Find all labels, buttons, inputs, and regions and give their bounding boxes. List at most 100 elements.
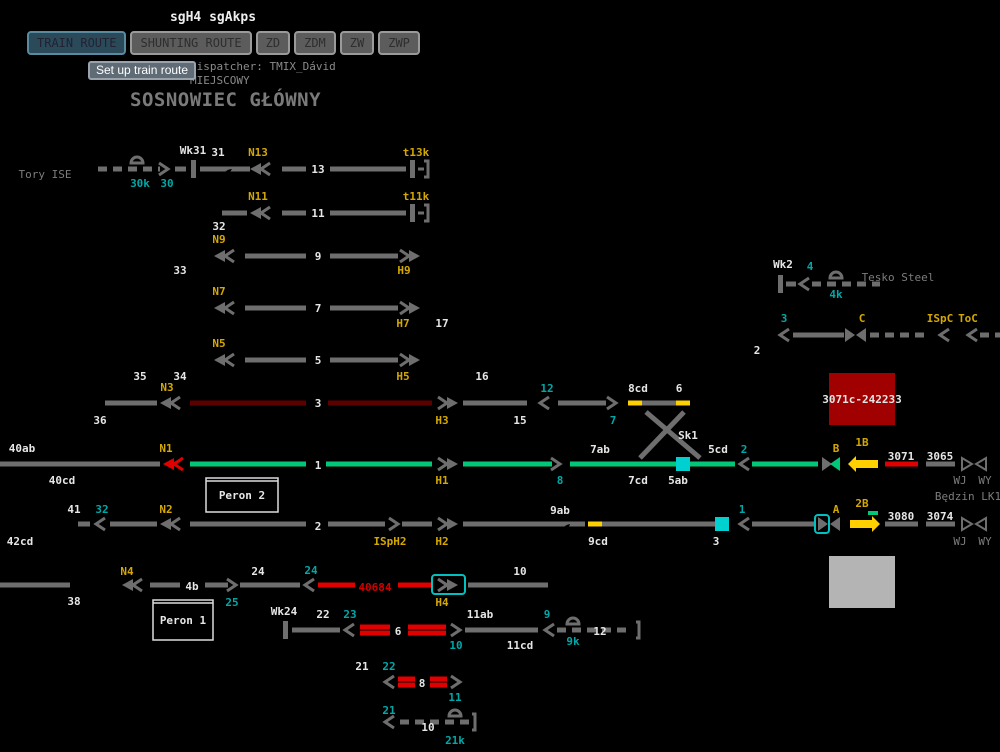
signal-label[interactable]: N2 — [159, 503, 172, 516]
track-label[interactable]: 33 — [173, 264, 186, 277]
track-label[interactable]: 32 — [212, 220, 225, 233]
shunt-signal-chevron-right[interactable] — [550, 456, 563, 472]
signal-triangle[interactable] — [818, 517, 828, 531]
switch-label[interactable]: 9k — [566, 635, 580, 648]
track-label[interactable]: 3 — [713, 535, 720, 548]
signal-label[interactable]: ISpC — [927, 312, 954, 325]
main-signal-arrow-left[interactable] — [250, 207, 261, 219]
track-label[interactable]: 22 — [316, 608, 329, 621]
track-label[interactable]: Wk24 — [271, 605, 298, 618]
switch-label[interactable]: 10 — [449, 639, 462, 652]
shunt-signal-chevron-left[interactable] — [168, 516, 181, 532]
shunt-signal-chevron-left[interactable] — [222, 352, 235, 368]
signal-label[interactable]: C — [859, 312, 866, 325]
signal-label[interactable]: N1 — [159, 442, 173, 455]
track-label[interactable]: 36 — [93, 414, 107, 427]
track-label[interactable]: 3071 — [888, 450, 915, 463]
track-label[interactable]: 4b — [185, 580, 199, 593]
signal-label[interactable]: N4 — [120, 565, 134, 578]
shunt-signal-chevron-right[interactable] — [399, 352, 412, 368]
track-label[interactable]: 3080 — [888, 510, 915, 523]
switch-label[interactable]: 22 — [382, 660, 395, 673]
signal-label[interactable]: H9 — [397, 264, 410, 277]
track-label[interactable]: 40cd — [49, 474, 76, 487]
track-label[interactable]: 6 — [395, 625, 402, 638]
shunt-signal-chevron-left[interactable] — [382, 674, 395, 690]
signal-label[interactable]: H2 — [435, 535, 448, 548]
shunt-signal-chevron-left[interactable] — [537, 395, 550, 411]
shunt-signal-chevron-right[interactable] — [399, 300, 412, 316]
shunt-signal-chevron-left[interactable] — [382, 714, 395, 730]
track-label[interactable]: 7 — [315, 302, 322, 315]
shunt-signal-chevron-left[interactable] — [965, 327, 978, 343]
track-label[interactable]: 40ab — [9, 442, 36, 455]
shunt-signal-chevron-right[interactable] — [450, 674, 463, 690]
track-label[interactable]: 2 — [754, 344, 761, 357]
switch-label[interactable]: 9 — [544, 608, 551, 621]
switch-label[interactable]: 2 — [741, 443, 748, 456]
shunt-signal-chevron-left[interactable] — [258, 205, 271, 221]
signal-label[interactable]: ToC — [958, 312, 978, 325]
track-label[interactable]: 5ab — [668, 474, 688, 487]
shunt-signal-chevron-right[interactable] — [399, 248, 412, 264]
track-label[interactable]: 31 — [211, 146, 225, 159]
track-label[interactable]: Sk1 — [678, 429, 698, 442]
signal-label[interactable]: N7 — [212, 285, 225, 298]
shunt-signal-chevron-left[interactable] — [168, 395, 181, 411]
signal-label[interactable]: N9 — [212, 233, 225, 246]
train-number-label[interactable]: 40684 — [358, 581, 391, 594]
shunt-signal-chevron-right[interactable] — [437, 577, 450, 593]
shunt-signal-chevron-left[interactable] — [302, 577, 315, 593]
zw-button[interactable]: ZW — [339, 31, 375, 55]
shunt-signal-chevron-left[interactable] — [342, 622, 355, 638]
track-label[interactable]: 7cd — [628, 474, 648, 487]
track-label[interactable]: 41 — [67, 503, 81, 516]
switch-label[interactable]: 30k — [130, 177, 150, 190]
track-label[interactable]: 3065 — [927, 450, 954, 463]
empty-train-box[interactable] — [829, 556, 895, 608]
switch-label[interactable]: 21 — [382, 704, 396, 717]
shunt-signal-chevron-right[interactable] — [226, 577, 239, 593]
switch-label[interactable]: 1 — [739, 503, 746, 516]
signal-label[interactable]: 2B — [855, 497, 869, 510]
track-label[interactable]: 42cd — [7, 535, 34, 548]
train-number-box[interactable] — [829, 373, 895, 425]
direction-arrow-left-icon[interactable] — [848, 456, 878, 472]
direction-arrow-right-icon[interactable] — [850, 516, 880, 532]
track-label[interactable]: 11ab — [467, 608, 494, 621]
signal-triangle[interactable] — [856, 328, 866, 342]
signal-triangle[interactable] — [822, 457, 832, 471]
shunt-signal-chevron-left[interactable] — [222, 248, 235, 264]
shunt-signal-chevron-left[interactable] — [93, 516, 106, 532]
signal-label[interactable]: N13 — [248, 146, 268, 159]
shunt-signal-chevron-left[interactable] — [777, 327, 790, 343]
main-signal-arrow-right[interactable] — [447, 579, 458, 591]
shunt-signal-chevron-left[interactable] — [797, 276, 810, 292]
main-signal-arrow-right[interactable] — [447, 518, 458, 530]
signal-label[interactable]: H4 — [435, 596, 449, 609]
shunt-signal-chevron-right[interactable] — [450, 622, 463, 638]
track-label[interactable]: Wk2 — [773, 258, 793, 271]
signal-label[interactable]: t13k — [403, 146, 430, 159]
shunt-signal-chevron-left[interactable] — [542, 622, 555, 638]
signal-label[interactable]: H7 — [396, 317, 409, 330]
track-label[interactable]: 11 — [311, 207, 325, 220]
shunt-signal-chevron-left[interactable] — [737, 456, 750, 472]
signal-label[interactable]: N5 — [212, 337, 225, 350]
shunt-signal-chevron-left[interactable] — [130, 577, 143, 593]
track-label[interactable]: 15 — [513, 414, 526, 427]
zwp-button[interactable]: ZWP — [378, 31, 420, 55]
track-label[interactable]: 9cd — [588, 535, 608, 548]
track-label[interactable]: Wk31 — [180, 144, 207, 157]
track-label[interactable]: 13 — [311, 163, 324, 176]
entry-signal-b[interactable] — [830, 457, 840, 471]
selected-signal-frame[interactable] — [814, 514, 830, 534]
track-label[interactable]: 8 — [419, 677, 426, 690]
switch-label[interactable]: 4k — [829, 288, 843, 301]
main-signal-arrow-left[interactable] — [214, 302, 225, 314]
switch-label[interactable]: 11 — [448, 691, 462, 704]
signal-label[interactable]: t11k — [403, 190, 430, 203]
shunt-signal-chevron-right[interactable] — [437, 456, 450, 472]
track-label[interactable]: 16 — [475, 370, 489, 383]
shunt-signal-chevron-right[interactable] — [388, 516, 401, 532]
